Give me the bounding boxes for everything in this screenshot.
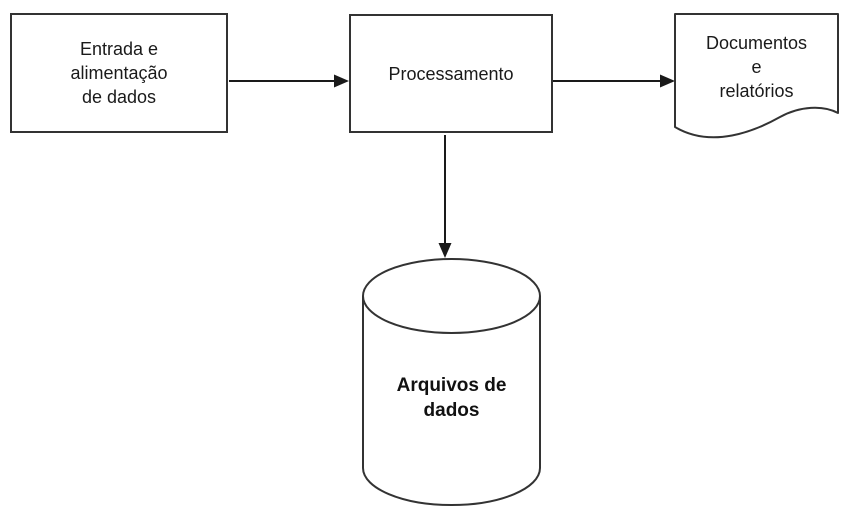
arrow-process-to-output bbox=[553, 74, 675, 88]
cylinder-shape bbox=[362, 258, 541, 507]
document-shape bbox=[674, 13, 839, 139]
cylinder-body bbox=[362, 296, 541, 507]
node-input: Entrada e alimentação de dados bbox=[10, 13, 228, 133]
arrow-process-to-storage bbox=[438, 135, 452, 258]
arrowhead-right-icon bbox=[334, 74, 349, 88]
node-process-label: Processamento bbox=[388, 63, 514, 84]
node-input-label: Entrada e alimentação de dados bbox=[70, 39, 168, 107]
node-process: Processamento bbox=[349, 14, 553, 133]
arrow-input-to-process bbox=[229, 74, 349, 88]
cylinder-top-ellipse bbox=[362, 258, 541, 334]
arrowhead-right-icon bbox=[660, 74, 675, 88]
arrowhead-down-icon bbox=[438, 243, 452, 258]
